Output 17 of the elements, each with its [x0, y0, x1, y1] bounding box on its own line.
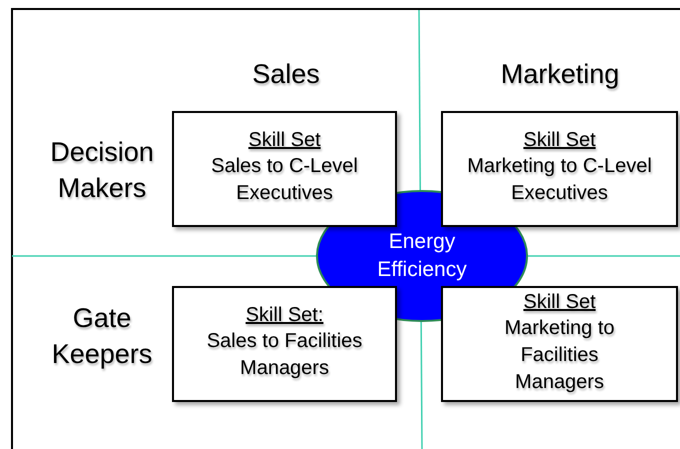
body-text: Marketing to C-Level Executives [466, 154, 653, 206]
body-text: Sales to C-Level Executives [210, 154, 359, 206]
heading: Skill Set [523, 128, 596, 153]
skill-box [172, 111, 397, 227]
skill-box [441, 286, 678, 402]
axis-label: Gate Keepers [50, 302, 154, 371]
heading: Skill Set [523, 290, 596, 314]
axis-label: Marketing [500, 58, 620, 91]
axis-label: Sales [251, 58, 321, 91]
node-text: Energy Efficiency [376, 229, 468, 283]
axis-label: Decision Makers [49, 136, 155, 205]
heading: Skill Set: [246, 303, 324, 328]
body-text: Marketing to Facilities Managers [503, 316, 616, 394]
heading: Skill Set [248, 128, 321, 153]
skill-box [172, 286, 397, 402]
skill-box [441, 111, 678, 227]
body-text: Sales to Facilities Managers [206, 329, 364, 381]
